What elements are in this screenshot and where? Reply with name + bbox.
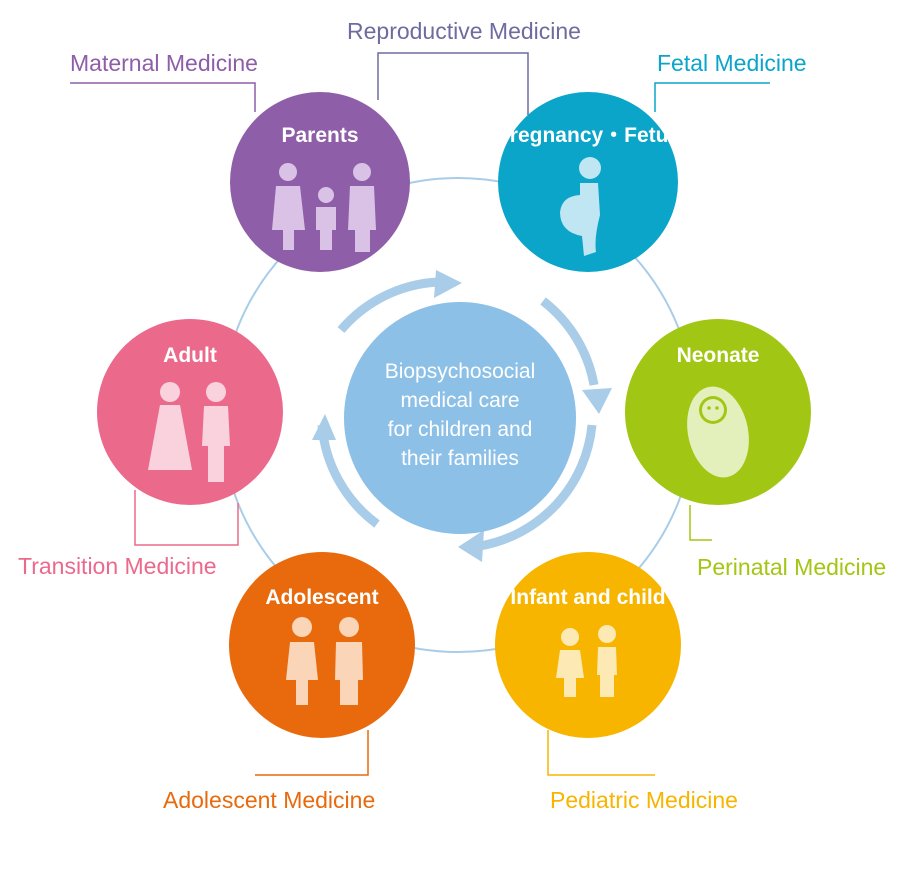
maternal-connector xyxy=(70,82,256,112)
adolescent-circle xyxy=(229,552,415,738)
adult-title: Adult xyxy=(163,344,217,367)
arrow-heads xyxy=(312,270,612,562)
center-line-1: Biopsychosocial xyxy=(385,360,536,383)
pregnancy-circle xyxy=(498,92,678,272)
transition-connector xyxy=(134,490,239,546)
arrowhead-top xyxy=(434,270,462,298)
center-circle xyxy=(344,302,576,534)
maternal-medicine-label: Maternal Medicine xyxy=(70,50,258,76)
pregnancy-title: Pregnancy・Fetus xyxy=(496,124,680,147)
connectors xyxy=(70,52,770,776)
wedding-couple-icon xyxy=(148,382,230,482)
swaddled-baby-icon xyxy=(687,386,749,478)
teenagers-icon xyxy=(286,617,363,705)
reproductive-connector xyxy=(377,52,529,115)
arrowhead-bottom xyxy=(458,530,484,562)
arrowhead-right xyxy=(582,388,612,414)
adult-circle xyxy=(97,319,283,505)
adolescent-medicine-label: Adolescent Medicine xyxy=(163,787,375,813)
children-icon xyxy=(556,625,617,697)
pediatric-connector xyxy=(547,730,655,776)
pediatric-medicine-label: Pediatric Medicine xyxy=(550,787,738,813)
infant-title: Infant and child xyxy=(510,586,665,609)
reproductive-medicine-label: Reproductive Medicine xyxy=(347,18,581,44)
adolescent-title: Adolescent xyxy=(265,586,378,609)
parents-title: Parents xyxy=(281,124,358,147)
center-line-2: medical care xyxy=(400,389,519,412)
center-line-4: their families xyxy=(401,447,519,470)
fetal-medicine-label: Fetal Medicine xyxy=(657,50,807,76)
infant-circle xyxy=(495,552,681,738)
center-line-3: for children and xyxy=(388,418,533,441)
arrowhead-left xyxy=(312,414,336,440)
adolescent-connector xyxy=(255,730,369,776)
perinatal-medicine-label: Perinatal Medicine xyxy=(697,554,886,580)
pregnant-woman-icon xyxy=(560,157,601,256)
neonate-title: Neonate xyxy=(677,344,760,367)
family-icon xyxy=(272,163,376,252)
transition-medicine-label: Transition Medicine xyxy=(18,553,217,579)
fetal-connector xyxy=(654,82,770,112)
perinatal-connector xyxy=(689,505,712,541)
